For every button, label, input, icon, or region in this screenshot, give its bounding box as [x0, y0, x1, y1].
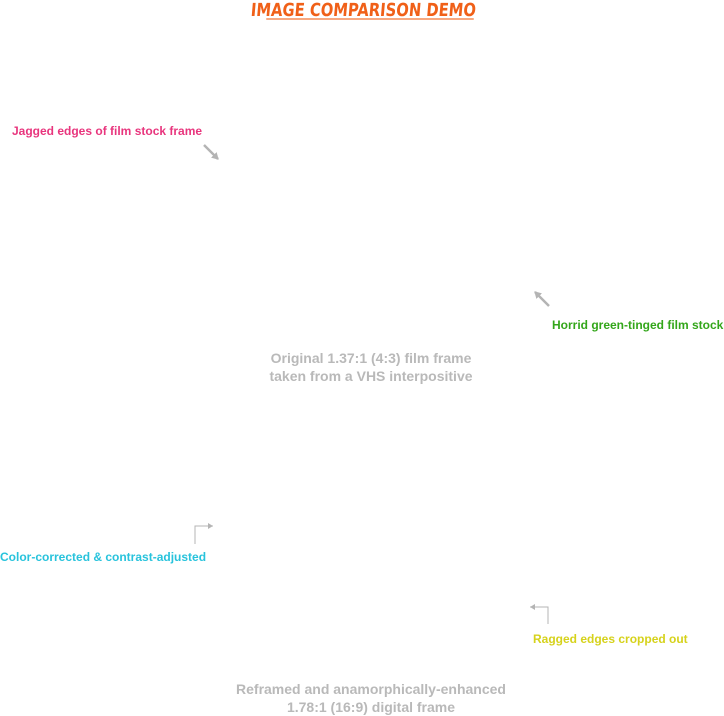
arrow-color-corrected — [194, 523, 213, 544]
caption-original: Original 1.37:1 (4:3) film frame taken f… — [0, 349, 724, 385]
caption-reframed-line2: 1.78:1 (16:9) digital frame — [286, 699, 456, 715]
annotation-ragged-edges: Ragged edges cropped out — [533, 632, 688, 646]
caption-original-line1: Original 1.37:1 (4:3) film frame — [270, 350, 472, 366]
caption-original-line2: taken from a VHS interpositive — [269, 368, 473, 384]
arrow-ragged-edges — [530, 604, 549, 624]
annotation-green-tinged: Horrid green-tinged film stock — [552, 318, 724, 332]
arrow-jagged-edges — [203, 144, 219, 160]
caption-reframed: Reframed and anamorphically-enhanced 1.7… — [0, 680, 724, 716]
title-underline — [266, 18, 474, 20]
arrow-green-tinged — [534, 291, 550, 307]
caption-reframed-line1: Reframed and anamorphically-enhanced — [236, 681, 506, 697]
annotation-jagged-edges: Jagged edges of film stock frame — [12, 124, 203, 138]
annotation-color-corrected: Color-corrected & contrast-adjusted — [0, 550, 207, 564]
